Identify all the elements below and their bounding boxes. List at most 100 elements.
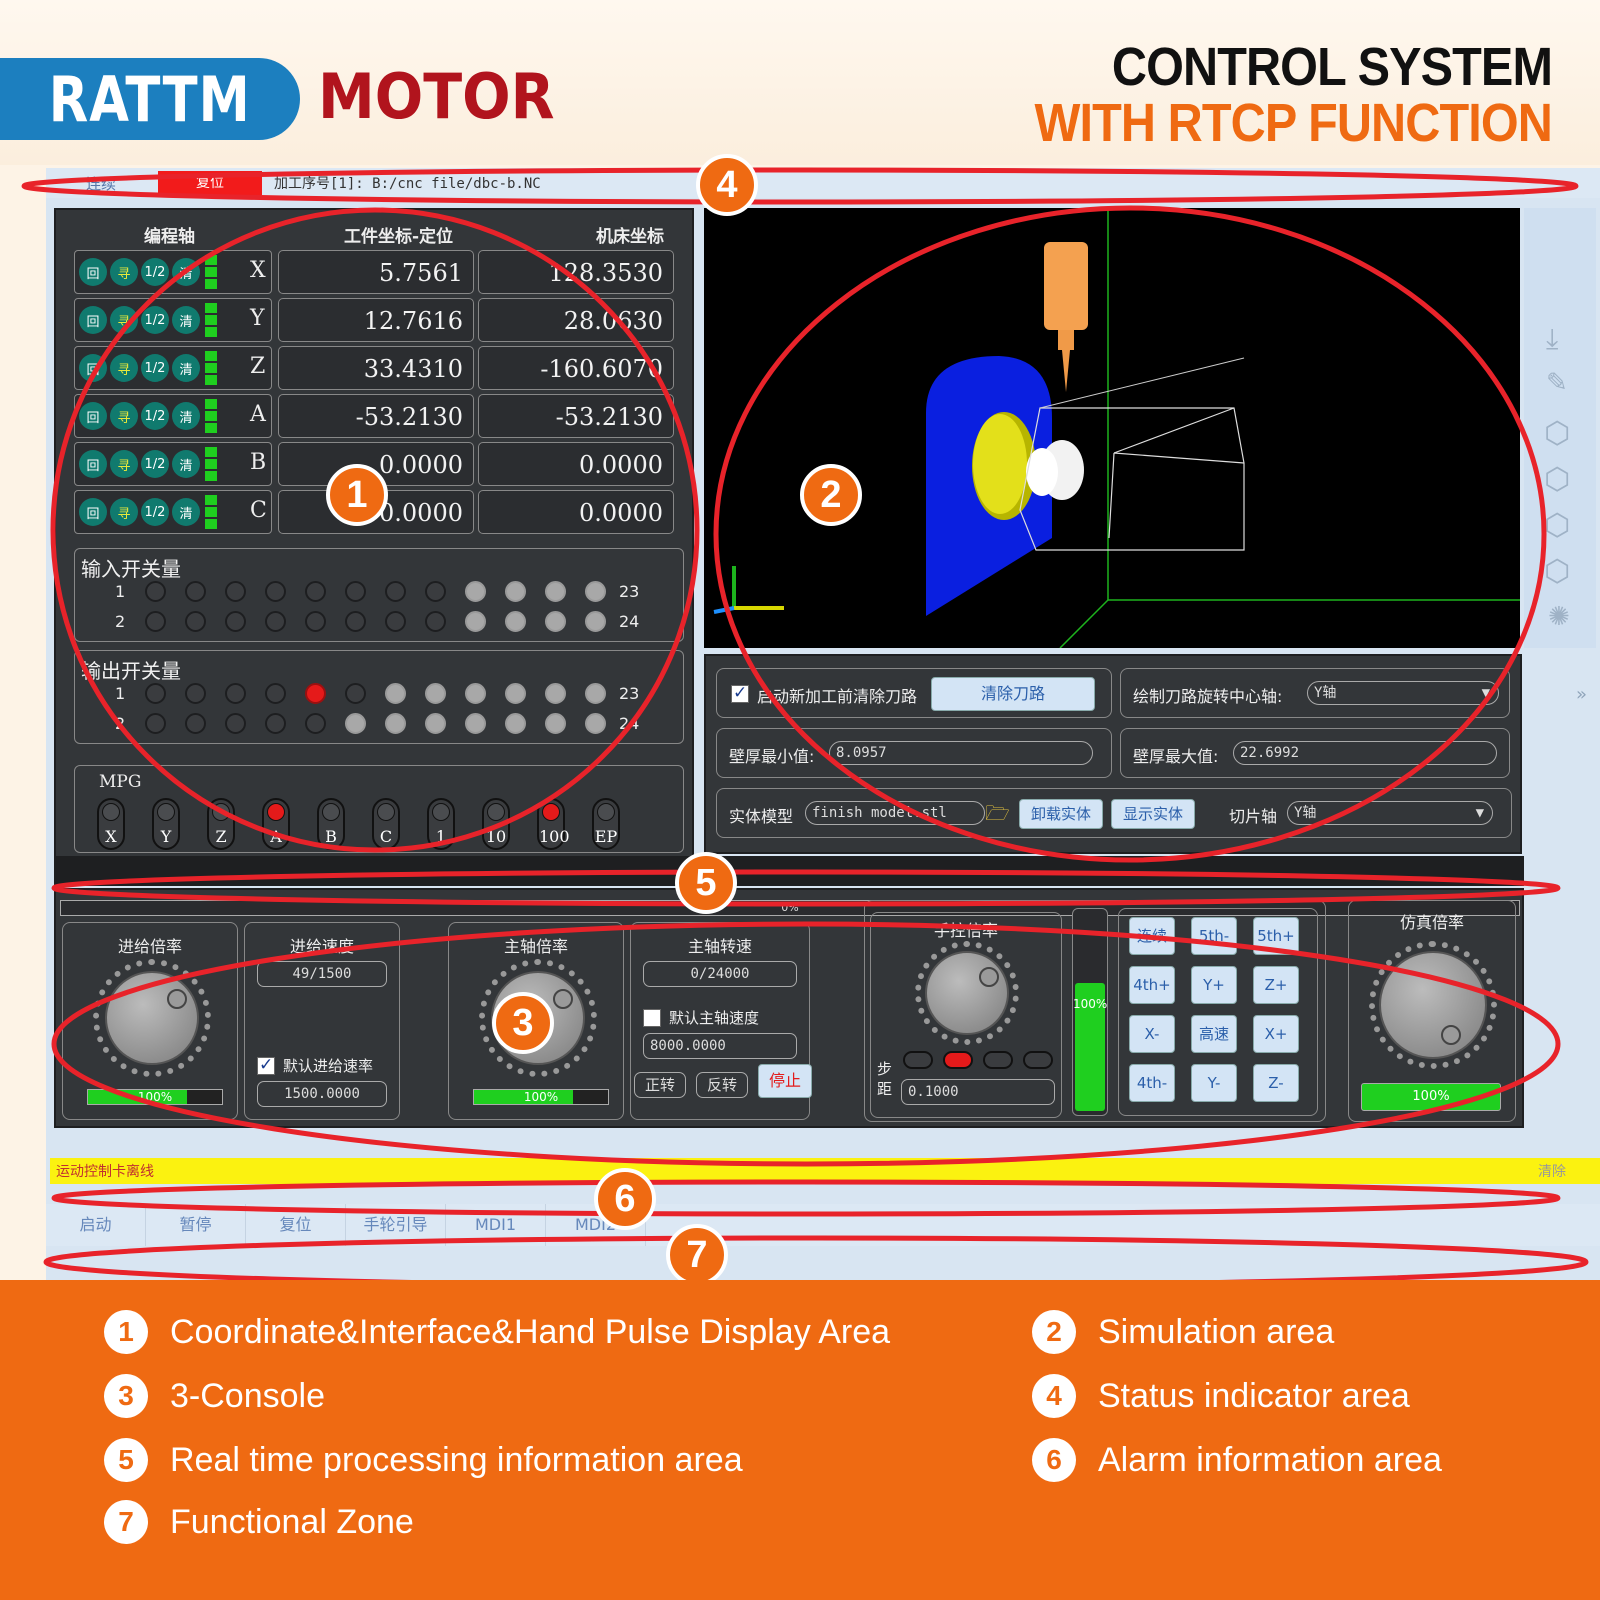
jog-key[interactable]: 4th+ (1129, 966, 1175, 1004)
mpg-key-ep[interactable]: EP (592, 798, 620, 850)
step-label: 步距 (877, 1060, 893, 1098)
input-led (385, 610, 406, 632)
mpg-key-b[interactable]: B (317, 798, 345, 850)
clear-axis-button[interactable]: 清 (172, 306, 200, 334)
clear-path-button[interactable]: 清除刀路 (931, 677, 1095, 711)
function-button[interactable]: MDI1 (446, 1204, 546, 1246)
badge-6: 6 (594, 1168, 656, 1230)
wall-min-label: 壁厚最小值: (729, 747, 815, 766)
function-button[interactable]: 手轮引导 (346, 1204, 446, 1246)
cube-view-side-icon[interactable]: ⬡ (1544, 508, 1571, 543)
mpg-title: MPG (99, 772, 142, 792)
wall-max-input[interactable]: 22.6992 (1233, 741, 1497, 765)
default-feed-checkbox[interactable] (257, 1055, 275, 1075)
jog-key[interactable]: X+ (1253, 1015, 1299, 1053)
home-axis-button[interactable]: 回 (79, 450, 107, 478)
step-led[interactable] (903, 1051, 933, 1069)
home-axis-button[interactable]: 回 (79, 498, 107, 526)
output-switch-title: 输出开关量 (81, 659, 181, 683)
mpg-key-c[interactable]: C (372, 798, 400, 850)
mpg-key-y[interactable]: Y (152, 798, 180, 850)
step-input[interactable]: 0.1000 (901, 1079, 1055, 1105)
legend-text: Real time processing information area (170, 1440, 743, 1479)
clear-axis-button[interactable]: 清 (172, 354, 200, 382)
spindle-collet (1058, 330, 1074, 350)
wall-min-input[interactable]: 8.0957 (829, 741, 1093, 765)
jog-key[interactable]: 高速 (1191, 1015, 1237, 1053)
legend-text: Status indicator area (1098, 1376, 1410, 1415)
mpg-key-label: Y (160, 827, 172, 846)
clear-path-checkbox[interactable] (731, 683, 749, 703)
edit-icon[interactable]: ✎ (1546, 368, 1568, 398)
function-button[interactable]: 复位 (246, 1204, 346, 1246)
jog-key[interactable]: Y- (1191, 1064, 1237, 1102)
jog-key[interactable]: Z+ (1253, 966, 1299, 1004)
seek-axis-button[interactable]: 寻 (110, 258, 138, 286)
clear-axis-button[interactable]: 清 (172, 450, 200, 478)
cube-view-front-icon[interactable]: ⬡ (1544, 416, 1571, 451)
output-led (465, 712, 486, 734)
seek-axis-button[interactable]: 寻 (110, 402, 138, 430)
home-axis-button[interactable]: 回 (79, 306, 107, 334)
default-feed-input[interactable]: 1500.0000 (257, 1081, 387, 1107)
default-spindle-input[interactable]: 8000.0000 (643, 1033, 797, 1059)
half-axis-button[interactable]: 1/2 (141, 306, 169, 334)
home-axis-button[interactable]: 回 (79, 258, 107, 286)
badge-3: 3 (492, 992, 554, 1054)
half-axis-button[interactable]: 1/2 (141, 258, 169, 286)
clear-axis-button[interactable]: 清 (172, 402, 200, 430)
mpg-key-led (597, 803, 615, 821)
output-led (585, 712, 606, 734)
jog-key[interactable]: Z- (1253, 1064, 1299, 1102)
function-button[interactable]: 暂停 (146, 1204, 246, 1246)
default-spindle-checkbox[interactable] (643, 1009, 661, 1027)
output-led (145, 712, 166, 734)
axis-name: B (250, 450, 267, 475)
light-icon[interactable]: ✺ (1548, 602, 1570, 632)
spindle-cw-button[interactable]: 正转 (634, 1072, 686, 1098)
jog-key[interactable]: X- (1129, 1015, 1175, 1053)
mpg-key-x[interactable]: X (97, 798, 125, 850)
machine-coord-value: -160.6070 (478, 346, 674, 390)
clear-axis-button[interactable]: 清 (172, 498, 200, 526)
step-led[interactable] (983, 1051, 1013, 1069)
cube-view-top-icon[interactable]: ⬡ (1544, 462, 1571, 497)
work-coord-value: 5.7561 (278, 250, 474, 294)
seek-axis-button[interactable]: 寻 (110, 354, 138, 382)
step-led[interactable] (1023, 1051, 1053, 1069)
simulation-viewport[interactable] (704, 208, 1520, 649)
jog-key[interactable]: 5th- (1191, 917, 1237, 955)
spindle-stop-button[interactable]: 停止 (758, 1064, 812, 1098)
show-solid-button[interactable]: 显示实体 (1111, 799, 1195, 829)
half-axis-button[interactable]: 1/2 (141, 498, 169, 526)
seek-axis-button[interactable]: 寻 (110, 498, 138, 526)
download-icon[interactable]: ⤓ (1546, 322, 1559, 355)
home-axis-button[interactable]: 回 (79, 402, 107, 430)
half-axis-button[interactable]: 1/2 (141, 450, 169, 478)
step-led-active[interactable] (943, 1051, 973, 1069)
jog-key[interactable]: 4th- (1129, 1064, 1175, 1102)
function-button[interactable]: 启动 (46, 1204, 146, 1246)
machine-coord-value: 0.0000 (478, 490, 674, 534)
workpiece-shape-front (1026, 448, 1058, 496)
logo-motor-text: MOTOR (318, 60, 555, 133)
rotation-center-select[interactable]: Y轴▼ (1307, 681, 1499, 705)
cube-view-iso-icon[interactable]: ⬡ (1544, 554, 1571, 589)
slice-axis-select[interactable]: Y轴▼ (1287, 801, 1493, 825)
seek-axis-button[interactable]: 寻 (110, 450, 138, 478)
jog-ratio-knob[interactable] (925, 951, 1009, 1035)
brand-logo: RATTM (0, 58, 300, 140)
folder-open-icon[interactable]: 🗁 (985, 801, 1010, 825)
unload-solid-button[interactable]: 卸载实体 (1019, 799, 1103, 829)
spindle-ccw-button[interactable]: 反转 (696, 1072, 748, 1098)
output-led (505, 682, 526, 704)
alarm-clear-button[interactable]: 清除 (1538, 1164, 1566, 1180)
half-axis-button[interactable]: 1/2 (141, 402, 169, 430)
half-axis-button[interactable]: 1/2 (141, 354, 169, 382)
output-led (385, 712, 406, 734)
expand-panel-icon[interactable]: » (1576, 684, 1588, 705)
input-led (225, 580, 246, 602)
jog-key[interactable]: Y+ (1191, 966, 1237, 1004)
